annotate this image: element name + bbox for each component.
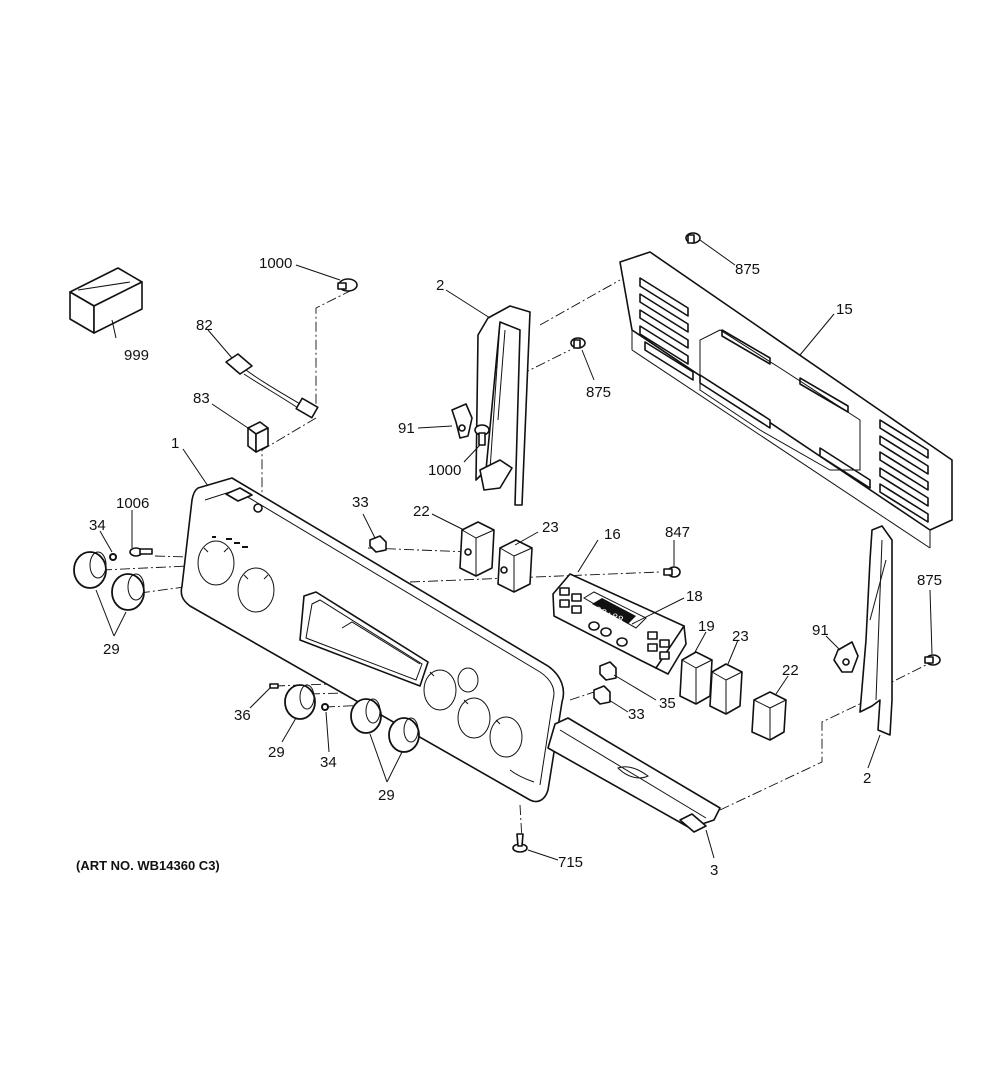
part-29-knob-3 — [284, 684, 316, 720]
callout-15: 15 — [836, 301, 853, 318]
callout-36: 36 — [234, 707, 251, 724]
part-23-switch-lower — [709, 663, 743, 715]
part-875-screw-a — [685, 232, 701, 244]
callout-999: 999 — [124, 347, 149, 364]
callout-91-lower: 91 — [812, 622, 829, 639]
vent-slots-center — [699, 329, 871, 489]
callout-875-right: 875 — [917, 572, 942, 589]
leader-lines — [95, 239, 933, 861]
callout-22-upper: 22 — [413, 503, 430, 520]
callout-875-top: 875 — [735, 261, 760, 278]
part-91-bracket-lower — [833, 641, 859, 673]
part-16-clock-control: 88:88 — [552, 573, 687, 675]
keypad-buttons — [559, 587, 670, 660]
callout-33-upper: 33 — [352, 494, 369, 511]
part-875-screw-b — [570, 337, 586, 349]
callout-29-left: 29 — [103, 641, 120, 658]
callout-3: 3 — [710, 862, 718, 879]
part-29-knob-4 — [350, 698, 382, 734]
callout-16: 16 — [604, 526, 621, 543]
part-1006-screw — [129, 547, 153, 557]
part-29-knob-2 — [111, 573, 145, 611]
callout-labels: 999 1000 82 83 1 1006 34 29 2 91 1000 87… — [89, 255, 942, 879]
callout-22-lower: 22 — [782, 662, 799, 679]
part-22-switch-lower — [751, 691, 787, 741]
part-33-clip-upper — [369, 535, 387, 553]
part-847-screw — [663, 566, 681, 578]
part-2-side-bracket-lower — [859, 525, 893, 736]
callout-23-lower: 23 — [732, 628, 749, 645]
callout-91-upper: 91 — [398, 420, 415, 437]
callout-29-middle: 29 — [268, 744, 285, 761]
callout-19: 19 — [698, 618, 715, 635]
callout-847: 847 — [665, 524, 690, 541]
part-3-front-trim — [547, 717, 721, 833]
part-19-switch — [679, 651, 713, 705]
part-2-side-bracket-upper — [475, 305, 531, 506]
callout-34-lower: 34 — [320, 754, 337, 771]
part-83-connector — [247, 421, 269, 453]
part-23-switch-upper — [497, 539, 533, 593]
part-22-switch-upper — [459, 521, 495, 577]
callout-1006: 1006 — [116, 495, 149, 512]
dial-markings — [203, 536, 501, 725]
callout-1000-top: 1000 — [259, 255, 292, 272]
callout-83: 83 — [193, 390, 210, 407]
part-875-screw-c — [924, 654, 941, 666]
callout-715: 715 — [558, 854, 583, 871]
callout-18: 18 — [686, 588, 703, 605]
part-29-knob-1 — [73, 551, 107, 589]
callout-875-middle: 875 — [586, 384, 611, 401]
part-82-wire-harness — [225, 353, 319, 419]
vent-slots-left — [639, 277, 694, 381]
part-91-bracket-upper — [451, 403, 473, 439]
part-999-parts-box — [69, 267, 143, 334]
part-1000-screw-top — [337, 278, 358, 292]
part-34-spring-upper — [109, 553, 117, 561]
part-35-clip — [599, 661, 617, 681]
callout-23-upper: 23 — [542, 519, 559, 536]
callout-1000-middle: 1000 — [428, 462, 461, 479]
part-1000-screw-middle — [474, 424, 490, 446]
art-number-caption: (ART NO. WB14360 C3) — [76, 858, 220, 873]
callout-35: 35 — [659, 695, 676, 712]
part-33-clip-lower — [593, 685, 611, 705]
part-15-back-panel — [619, 251, 953, 549]
part-29-knob-5 — [388, 717, 420, 753]
callout-34-upper: 34 — [89, 517, 106, 534]
part-715-screw — [512, 833, 528, 853]
callout-2-upper: 2 — [436, 277, 444, 294]
callout-29-right: 29 — [378, 787, 395, 804]
callout-82: 82 — [196, 317, 213, 334]
part-36-pin — [269, 683, 279, 689]
vent-slots-right — [879, 419, 929, 523]
callout-33-lower: 33 — [628, 706, 645, 723]
callout-1: 1 — [171, 435, 179, 452]
part-1-control-panel — [180, 477, 565, 803]
part-34-spring-lower — [321, 703, 329, 711]
callout-2-lower: 2 — [863, 770, 871, 787]
